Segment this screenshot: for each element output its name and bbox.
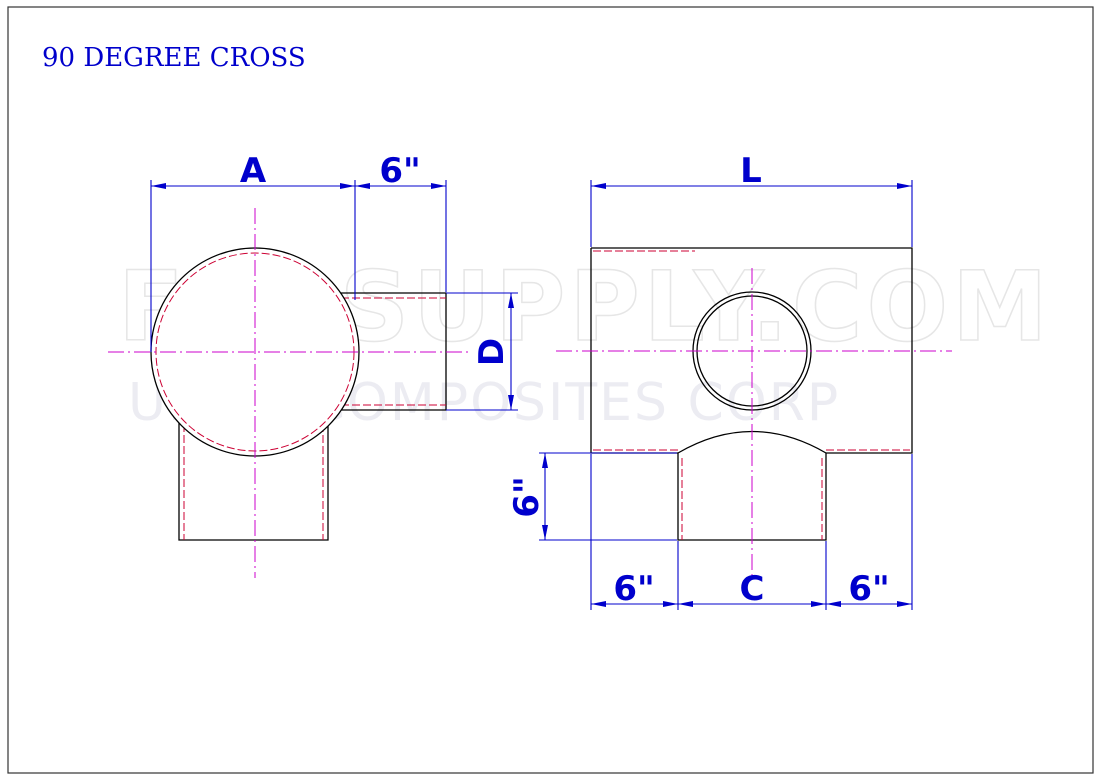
front-view: A 6" D xyxy=(108,151,518,578)
dim-l-arrow-right xyxy=(897,183,912,189)
dim-bottom-arrow-2 xyxy=(663,601,678,607)
drawing-frame xyxy=(7,6,1094,774)
dim-l-label: L xyxy=(740,151,762,191)
dim-right-label: 6" xyxy=(848,569,889,609)
dim-branch-label: 6" xyxy=(379,151,420,191)
dim-branch-arrow-left xyxy=(355,183,370,189)
dim-bottom-arrow-5 xyxy=(826,601,841,607)
dim-bottom-arrow-4 xyxy=(811,601,826,607)
dim-bottom-arrow-6 xyxy=(897,601,912,607)
dim-a-label: A xyxy=(240,151,267,191)
dim-d-arrow-top xyxy=(508,293,514,308)
dim-bottom-arrow-1 xyxy=(591,601,606,607)
dim-d-label: D xyxy=(472,338,512,366)
dim-bottom-arrow-3 xyxy=(678,601,693,607)
dim-a-arrow-right xyxy=(340,183,355,189)
drawing-title: 90 DEGREE CROSS xyxy=(42,43,306,73)
dim-leg-arrow-bottom xyxy=(542,525,548,540)
dim-branch-arrow-right xyxy=(431,183,446,189)
dim-c-label: C xyxy=(740,569,765,609)
dim-leg-label: 6" xyxy=(507,476,547,517)
dim-leg-arrow-top xyxy=(542,453,548,468)
dim-left-label: 6" xyxy=(613,569,654,609)
dim-a-arrow-left xyxy=(151,183,166,189)
dim-l-arrow-left xyxy=(591,183,606,189)
dim-d-arrow-bottom xyxy=(508,395,514,410)
front-bottom-leg xyxy=(178,420,329,541)
side-view: L 6" 6" C 6" xyxy=(507,151,952,610)
side-body-outline-right xyxy=(591,247,913,454)
